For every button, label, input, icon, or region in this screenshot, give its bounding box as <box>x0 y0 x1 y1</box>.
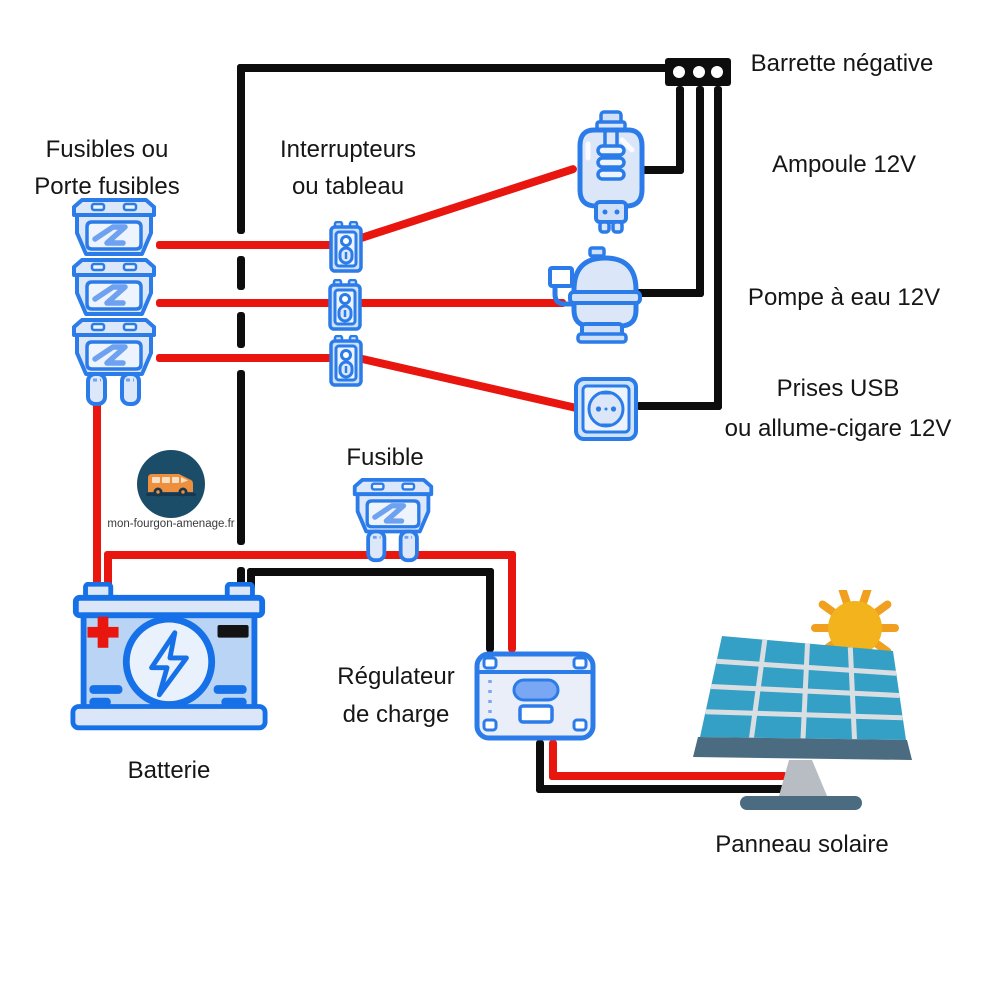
wire-negative-main-seg5 <box>237 567 245 590</box>
wire-negative-regulator-out <box>536 740 544 793</box>
busbar-terminal-dot <box>673 66 685 78</box>
bulb-icon <box>577 110 645 234</box>
negative-busbar-icon <box>665 58 731 86</box>
label-switches: Interrupteurs ou tableau <box>279 136 417 200</box>
wire-negative-main-seg2 <box>237 256 245 290</box>
solar-panel-icon <box>693 590 912 810</box>
wire-positive-solar <box>549 772 787 780</box>
wire-negative-battery-branch <box>247 568 255 590</box>
wire-negative-main-seg1 <box>237 64 245 234</box>
wire-positive-fuse1-switch1 <box>156 241 334 249</box>
wire-negative-bulb <box>640 166 684 174</box>
label-usb: Prises USB ou allume-cigare 12V <box>724 375 952 442</box>
battery-icon <box>70 582 268 731</box>
wire-negative-pump-drop <box>696 86 704 297</box>
wire-negative-battery-regulator <box>247 568 494 576</box>
fuse-holder-icon-2 <box>72 258 156 316</box>
van-icon <box>146 474 196 497</box>
busbar-terminal-dot <box>693 66 705 78</box>
label-inline-fuse: Fusible <box>346 444 424 471</box>
wire-negative-main-seg3 <box>237 312 245 348</box>
wire-positive-bus <box>104 551 516 559</box>
wire-negative-solar <box>536 785 794 793</box>
label-negative-busbar: Barrette négative <box>750 50 934 77</box>
label-bulb: Ampoule 12V <box>771 151 917 178</box>
wire-positive-regulator-in <box>508 551 516 652</box>
wire-positive-fuse3-switch3 <box>156 354 334 362</box>
wire-positive-battery-riser <box>93 400 101 588</box>
wire-negative-pump <box>634 289 704 297</box>
usb-socket-icon <box>574 377 638 441</box>
wire-positive-switch3-usb <box>357 354 586 414</box>
busbar-terminal-dot <box>711 66 723 78</box>
inline-fuse-icon <box>352 477 434 563</box>
water-pump-icon <box>548 246 642 344</box>
wire-positive-bus-up <box>104 553 112 588</box>
wire-negative-bulb-drop <box>676 86 684 174</box>
wire-negative-usb-drop <box>714 86 722 410</box>
label-battery: Batterie <box>127 757 211 784</box>
label-regulator: Régulateur de charge <box>337 663 455 728</box>
wire-negative-top <box>237 64 669 72</box>
switch-icon-2 <box>328 279 362 331</box>
label-fuse-holders: Fusibles ou Porte fusibles <box>34 136 180 200</box>
switch-icon-1 <box>329 221 363 273</box>
wire-negative-regulator-in <box>486 568 494 652</box>
label-pump: Pompe à eau 12V <box>747 284 941 311</box>
label-solar-panel: Panneau solaire <box>715 831 889 858</box>
wire-negative-main-seg4 <box>237 370 245 545</box>
fuse-holder-icon-1 <box>72 198 156 256</box>
wire-negative-usb <box>636 402 722 410</box>
logo-site-text: mon-fourgon-amenage.fr <box>107 518 235 530</box>
fuse-holder-icon-3 <box>72 318 156 406</box>
wire-positive-regulator-out <box>549 740 557 780</box>
logo-badge <box>137 450 205 518</box>
switch-icon-3 <box>329 335 363 387</box>
charge-regulator-icon <box>474 651 596 741</box>
